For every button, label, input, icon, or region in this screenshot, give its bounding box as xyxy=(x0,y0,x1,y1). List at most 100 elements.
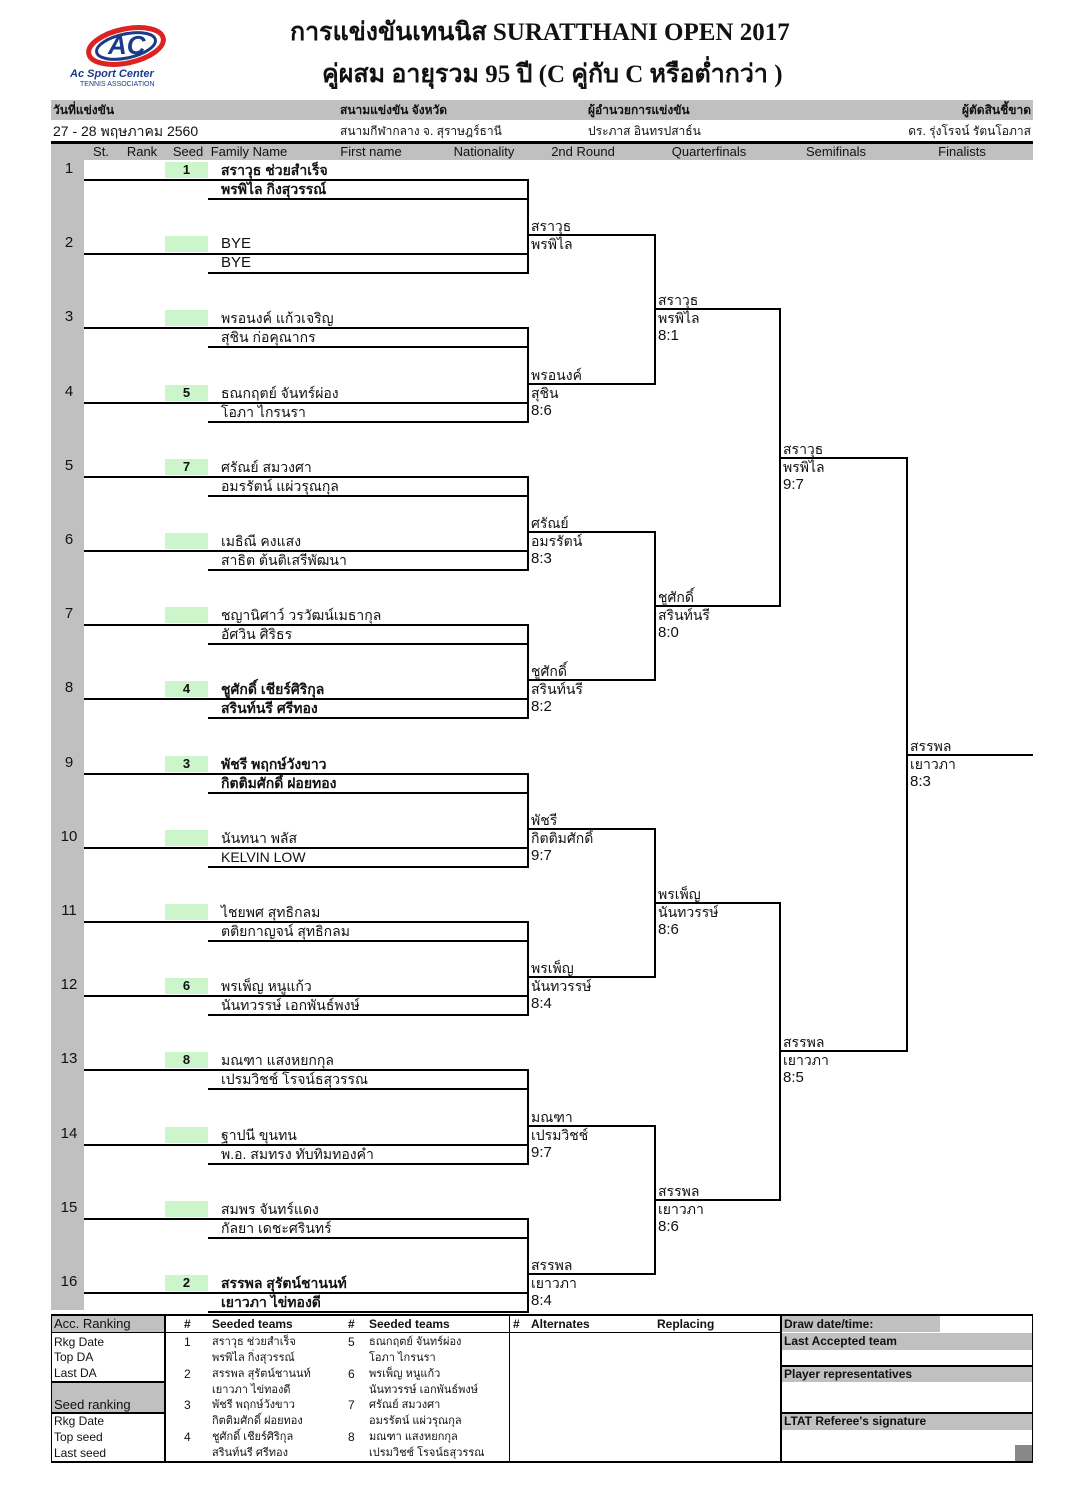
second-round-line xyxy=(527,531,655,533)
quarterfinal-score: 8:1 xyxy=(658,327,679,345)
draw-number: 9 xyxy=(64,753,74,771)
column-header: Semifinals xyxy=(806,144,866,159)
seed-box xyxy=(165,904,208,920)
seed-box: 3 xyxy=(165,755,208,772)
footer-divider-3 xyxy=(780,1314,782,1463)
top-seed-label: Top seed xyxy=(54,1430,103,1444)
player-1-name: ฐาปนี ขุนทน xyxy=(221,1126,297,1143)
bracket-connector xyxy=(527,1217,529,1313)
column-header: Nationality xyxy=(453,144,515,159)
seed-box xyxy=(165,829,208,846)
draw-date-header xyxy=(782,1316,940,1332)
draw-number: 7 xyxy=(64,605,74,623)
acc-divider xyxy=(51,1381,165,1383)
footer-divider-1 xyxy=(164,1314,166,1463)
player-1-name: ชญานิศาว์ วรวัฒน์เมธากุล xyxy=(221,607,382,624)
column-header: Rank xyxy=(126,144,158,159)
seeded-player-1: ชูศักดิ์ เชียร์ศิริกุล xyxy=(212,1430,294,1443)
second-round-line xyxy=(527,234,655,237)
quarterfinal-line xyxy=(654,1198,780,1201)
entry-line xyxy=(84,698,529,701)
quarterfinal-winner-2: สรินท์นรี xyxy=(658,607,710,624)
player-2-name: สุชิน ก่อคุณากร xyxy=(221,329,316,346)
quarterfinal-winner-2: เยาวภา xyxy=(658,1200,704,1217)
second-round-winner-1: พรอนงค์ xyxy=(531,366,582,383)
venue-label: สนามแข่งขัน จังหวัด xyxy=(340,103,448,117)
seed-number: 3 xyxy=(184,1398,191,1412)
second-round-line xyxy=(527,382,655,385)
player-2-name: KELVIN LOW xyxy=(221,848,306,865)
bracket-connector xyxy=(527,475,529,571)
bracket-connector xyxy=(527,327,529,423)
bracket-connector xyxy=(527,179,529,275)
seeded-player-1: ศรัณย์ สมวงศา xyxy=(369,1399,441,1411)
final-winner-1: สรรพล xyxy=(910,737,952,754)
second-round-score: 8:2 xyxy=(531,698,552,716)
seed-number: 8 xyxy=(348,1429,355,1444)
second-round-winner-2: กิตติมศักดิ์ xyxy=(531,829,594,846)
last-seed-label: Last seed xyxy=(54,1446,107,1460)
column-header: St. xyxy=(93,144,109,159)
venue-value: สนามกีฬากลาง จ. สุราษฎร์ธานี xyxy=(340,124,502,138)
quarterfinal-score: 8:0 xyxy=(658,624,679,642)
page-title: การแข่งขันเทนนิส SURATTHANI OPEN 2017 xyxy=(290,19,790,46)
referee-sig-label: LTAT Referee's signature xyxy=(784,1414,927,1428)
player-2-name: เปรมวิชช์ โรจน์ธสุวรรณ xyxy=(221,1071,368,1088)
seed-box: 7 xyxy=(165,458,208,475)
entry-line xyxy=(208,1088,529,1091)
row-number-column xyxy=(51,160,84,1310)
date-value: 27 - 28 พฤษภาคม 2560 xyxy=(53,123,199,139)
seeded-teams-header-2: Seeded teams xyxy=(369,1317,450,1331)
semifinal-winner-1: สราวุธ xyxy=(783,440,824,457)
seeded-player-2: กิตติมศักดิ์ ฝอยทอง xyxy=(212,1415,303,1427)
quarterfinal-line xyxy=(654,902,780,904)
info-label-bar xyxy=(51,100,1033,120)
second-round-winner-1: สราวุธ xyxy=(531,218,572,235)
seed-number: 7 xyxy=(348,1398,355,1412)
draw-number: 8 xyxy=(64,679,74,697)
second-round-winner-1: พัชรี xyxy=(531,811,558,828)
draw-number: 14 xyxy=(60,1124,78,1142)
seed-box xyxy=(165,1126,208,1143)
entry-line xyxy=(84,624,529,627)
seed-number: 5 xyxy=(348,1335,355,1349)
entry-line xyxy=(84,179,529,181)
replacing-header: Replacing xyxy=(657,1317,715,1331)
seeded-player-2: เปรมวิชช์ โรจน์ธสุวรรณ xyxy=(369,1446,485,1459)
entry-line xyxy=(84,846,529,849)
quarterfinal-winner-1: ชูศักดิ์ xyxy=(658,589,694,606)
seed-box xyxy=(165,236,208,253)
column-header: First name xyxy=(340,144,402,159)
footer-bottom-border xyxy=(51,1461,1033,1463)
entry-line xyxy=(84,401,529,404)
player-2-name: สาธิต ต้นติเสรีพัฒนา xyxy=(221,552,347,568)
seed-box xyxy=(165,607,208,624)
player-reps-label: Player representatives xyxy=(784,1367,913,1381)
player-1-name: ชูศักดิ์ เชียร์ศิริกุล xyxy=(221,681,325,698)
entry-line xyxy=(208,1236,529,1239)
bracket-connector xyxy=(527,624,529,720)
quarterfinal-score: 8:6 xyxy=(658,1217,679,1235)
seed-box: 8 xyxy=(165,1052,208,1069)
last-accepted-header xyxy=(782,1333,1032,1350)
entry-line xyxy=(208,198,529,200)
final-score: 8:3 xyxy=(910,772,931,790)
rkg-date-label: Rkg Date xyxy=(54,1335,105,1349)
player-1-name: ธณกฤตย์ จันทร์ผ่อง xyxy=(221,384,339,401)
second-round-winner-2: อมรรัตน์ xyxy=(531,533,583,549)
seeded-teams-header: Seeded teams xyxy=(212,1317,293,1331)
seeded-player-1: พัชรี พฤกษ์วังขาว xyxy=(212,1399,295,1411)
semifinal-score: 9:7 xyxy=(783,475,804,493)
signature-box[interactable] xyxy=(1015,1445,1032,1461)
entry-line xyxy=(208,865,529,868)
second-round-score: 8:6 xyxy=(531,401,552,419)
quarterfinal-score: 8:6 xyxy=(658,921,679,938)
draw-number: 4 xyxy=(64,382,74,400)
draw-number: 6 xyxy=(64,531,74,548)
second-round-winner-1: พรเพ็ญ xyxy=(531,960,574,977)
quarterfinal-winner-2: นันทวรรษ์ xyxy=(658,904,719,920)
second-round-winner-2: สุชิน xyxy=(531,384,559,401)
entry-line xyxy=(208,940,529,942)
final-line xyxy=(906,753,1033,756)
player-1-name: พรอนงค์ แก้วเจริญ xyxy=(221,310,334,327)
